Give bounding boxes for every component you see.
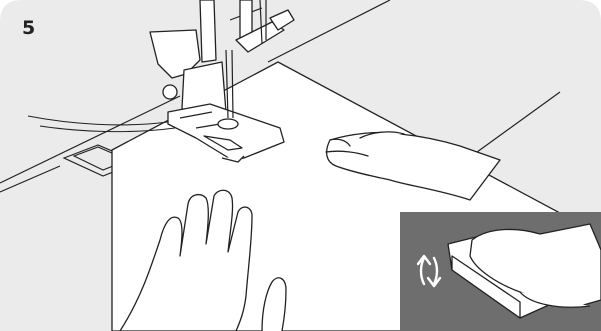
step-number: 5 xyxy=(22,17,35,39)
pedal-panel xyxy=(400,212,601,331)
